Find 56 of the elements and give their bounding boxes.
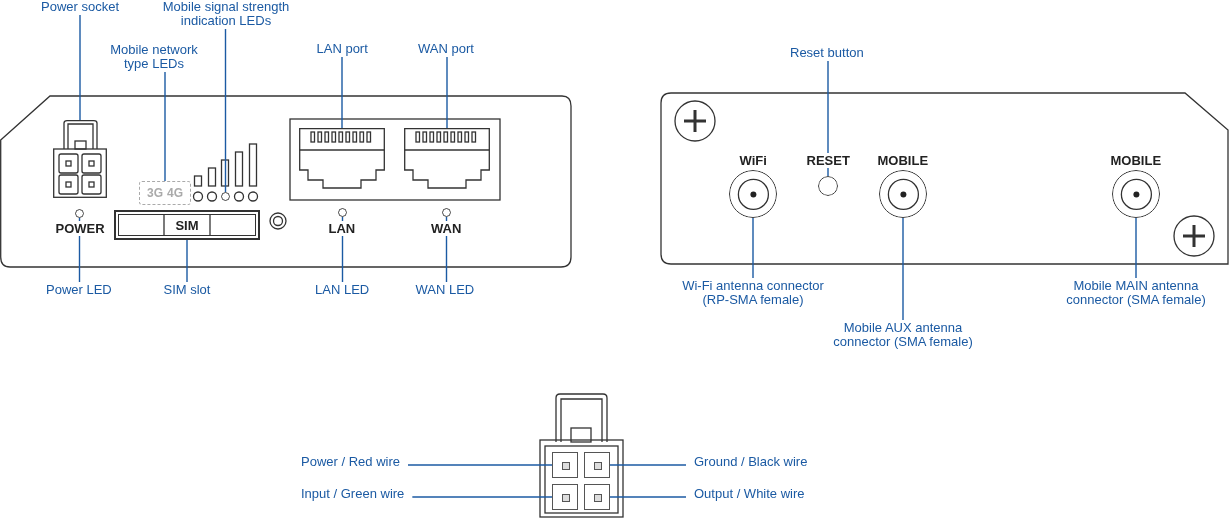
leader-line bbox=[407, 464, 553, 466]
callout-label: LAN LED bbox=[315, 283, 370, 297]
connector-pin bbox=[552, 484, 578, 510]
leader-line bbox=[186, 239, 188, 283]
led-indicator bbox=[338, 208, 347, 217]
leader-line bbox=[1135, 217, 1137, 279]
led-indicator bbox=[818, 176, 838, 196]
leader-line bbox=[609, 496, 687, 498]
led-indicator bbox=[75, 209, 84, 218]
callout-label: Input / Green wire bbox=[301, 487, 405, 501]
callout-label: Mobile AUX antenna connector (SMA female) bbox=[820, 321, 986, 349]
leader-line bbox=[78, 217, 81, 283]
panel-label: LAN bbox=[327, 221, 357, 236]
callout-label: SIM slot bbox=[163, 283, 211, 297]
leader-line bbox=[902, 217, 904, 321]
leader-line bbox=[164, 71, 166, 182]
power-socket-drawing bbox=[53, 120, 107, 198]
leader-line bbox=[79, 14, 81, 121]
panel-label: POWER bbox=[54, 221, 106, 236]
leader-line bbox=[224, 28, 227, 193]
callout-label: Mobile MAIN antenna connector (SMA female) bbox=[1048, 279, 1224, 307]
callout-label: Wi-Fi antenna connector (RP-SMA female) bbox=[673, 279, 833, 307]
led-indicator bbox=[442, 208, 451, 217]
callout-label: LAN port bbox=[316, 42, 368, 56]
callout-label: Ground / Black wire bbox=[694, 455, 808, 469]
leader-line bbox=[341, 56, 343, 129]
connector-pin bbox=[584, 452, 610, 478]
network-type-label: 4G bbox=[167, 186, 183, 200]
callout-label: WAN LED bbox=[415, 283, 475, 297]
connector-pin bbox=[584, 484, 610, 510]
leader-line bbox=[446, 56, 448, 129]
led-indicator bbox=[221, 192, 230, 201]
leader-line bbox=[341, 216, 344, 283]
network-type-led-panel bbox=[139, 181, 191, 205]
connector-pin bbox=[552, 452, 578, 478]
leader-line bbox=[752, 217, 754, 279]
slot-label: SIM bbox=[175, 217, 199, 233]
callout-label: Output / White wire bbox=[694, 487, 805, 501]
leader-line bbox=[609, 464, 687, 466]
sim-slot bbox=[114, 210, 260, 240]
callout-label: Power / Red wire bbox=[301, 455, 400, 469]
leader-line bbox=[827, 60, 829, 177]
leader-line bbox=[411, 496, 553, 498]
network-type-label: 3G bbox=[147, 186, 163, 200]
callout-label: Power socket bbox=[41, 0, 120, 14]
panel-label: WiFi bbox=[738, 153, 768, 168]
callout-label: WAN port bbox=[418, 42, 474, 56]
callout-label: Power LED bbox=[46, 283, 112, 297]
panel-label: RESET bbox=[805, 153, 851, 168]
callout-label: Reset button bbox=[790, 46, 864, 60]
callout-label: Mobile network type LEDs bbox=[104, 43, 204, 71]
panel-label: MOBILE bbox=[876, 153, 930, 168]
leader-line bbox=[445, 216, 448, 283]
callout-label: Mobile signal strength indication LEDs bbox=[162, 0, 290, 28]
panel-label: WAN bbox=[430, 221, 463, 236]
panel-label: MOBILE bbox=[1109, 153, 1163, 168]
